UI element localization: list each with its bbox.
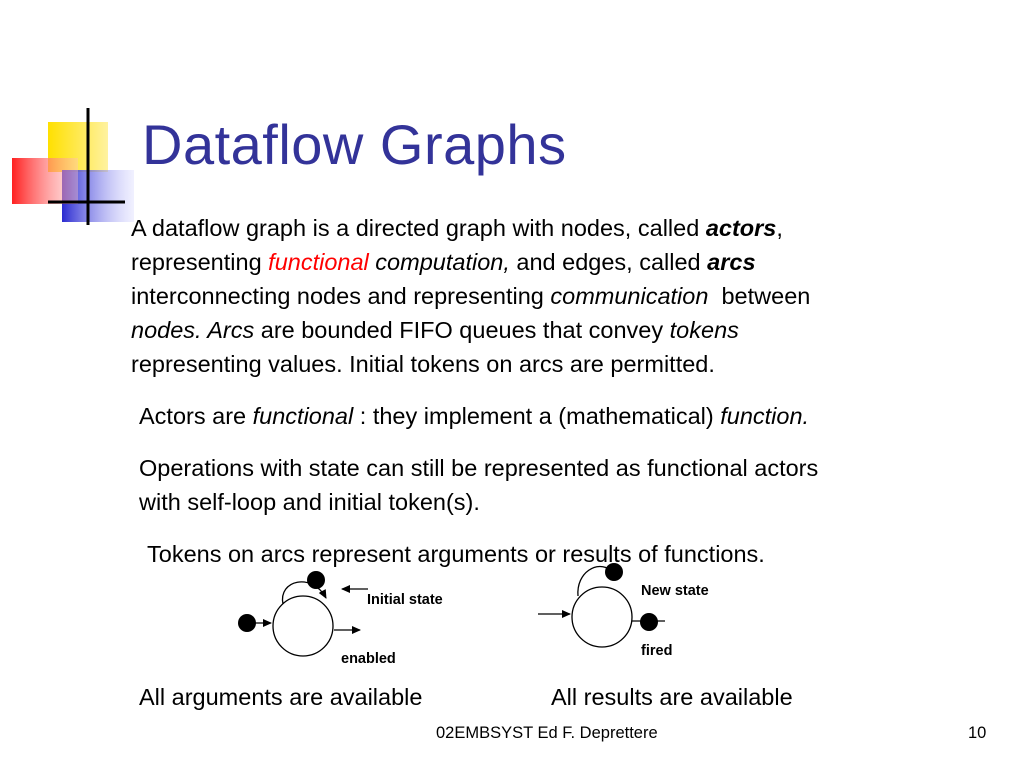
actor-diagrams: [238, 563, 665, 657]
token-self-loop: [307, 571, 325, 589]
state-line-2: with self-loop and initial token(s).: [139, 489, 480, 515]
term-tokens: tokens: [669, 317, 739, 343]
paragraph-state: Operations with state can still be repre…: [139, 451, 818, 519]
caption-arguments-available: All arguments are available: [139, 684, 423, 710]
diagram-enabled: [238, 571, 368, 657]
label-enabled: enabled: [341, 651, 396, 667]
footer-text: 02EMBSYST Ed F. Deprettere: [436, 724, 658, 742]
token-output: [640, 613, 658, 631]
paragraph-actors-functional: Actors are functional : they implement a…: [139, 399, 809, 433]
actor-node: [272, 595, 334, 657]
text-run: : they implement a (mathematical): [353, 403, 721, 429]
term-actors: actors: [705, 215, 777, 241]
text-run: are bounded FIFO queues that convey: [254, 317, 670, 343]
actor-node: [571, 586, 633, 648]
self-loop-arc: [281, 581, 327, 605]
text-run: and edges, called: [509, 249, 708, 275]
term-nodes-arcs: nodes. Arcs: [131, 317, 255, 343]
token-input: [238, 614, 256, 632]
definition-line-4: nodes. Arcs are bounded FIFO queues that…: [131, 313, 810, 347]
text-run: ,: [776, 215, 783, 241]
term-function: function.: [720, 403, 810, 429]
definition-line-5: representing values. Initial tokens on a…: [131, 347, 810, 381]
slide-title: Dataflow Graphs: [142, 113, 567, 176]
paragraph-tokens: Tokens on arcs represent arguments or re…: [147, 541, 765, 567]
term-arcs: arcs: [707, 249, 756, 275]
token-self-loop: [605, 563, 623, 581]
label-initial-state: Initial state: [367, 592, 443, 608]
page-number: 10: [968, 724, 987, 742]
definition-line-2: representing functional computation, and…: [131, 245, 810, 279]
term-computation: computation,: [368, 249, 510, 275]
term-functional: functional: [252, 403, 354, 429]
definition-line-1: A dataflow graph is a directed graph wit…: [131, 211, 810, 245]
deco-red-square: [12, 158, 78, 204]
paragraph-definition: A dataflow graph is a directed graph wit…: [131, 211, 810, 381]
label-fired: fired: [641, 643, 673, 659]
text-run: between: [708, 283, 811, 309]
definition-line-3: interconnecting nodes and representing c…: [131, 279, 810, 313]
text-run: representing values. Initial tokens on a…: [131, 351, 715, 377]
term-communication: communication: [550, 283, 709, 309]
text-run: interconnecting nodes and representing: [131, 283, 551, 309]
text-run: representing: [131, 249, 269, 275]
diagram-fired: [538, 563, 665, 648]
title-decoration: [12, 108, 134, 225]
term-functional-highlight: functional: [268, 249, 369, 275]
state-line-1: Operations with state can still be repre…: [139, 455, 819, 481]
label-new-state: New state: [641, 583, 709, 599]
caption-results-available: All results are available: [551, 684, 793, 710]
text-run: A dataflow graph is a directed graph wit…: [131, 215, 706, 241]
text-run: Actors are: [139, 403, 253, 429]
